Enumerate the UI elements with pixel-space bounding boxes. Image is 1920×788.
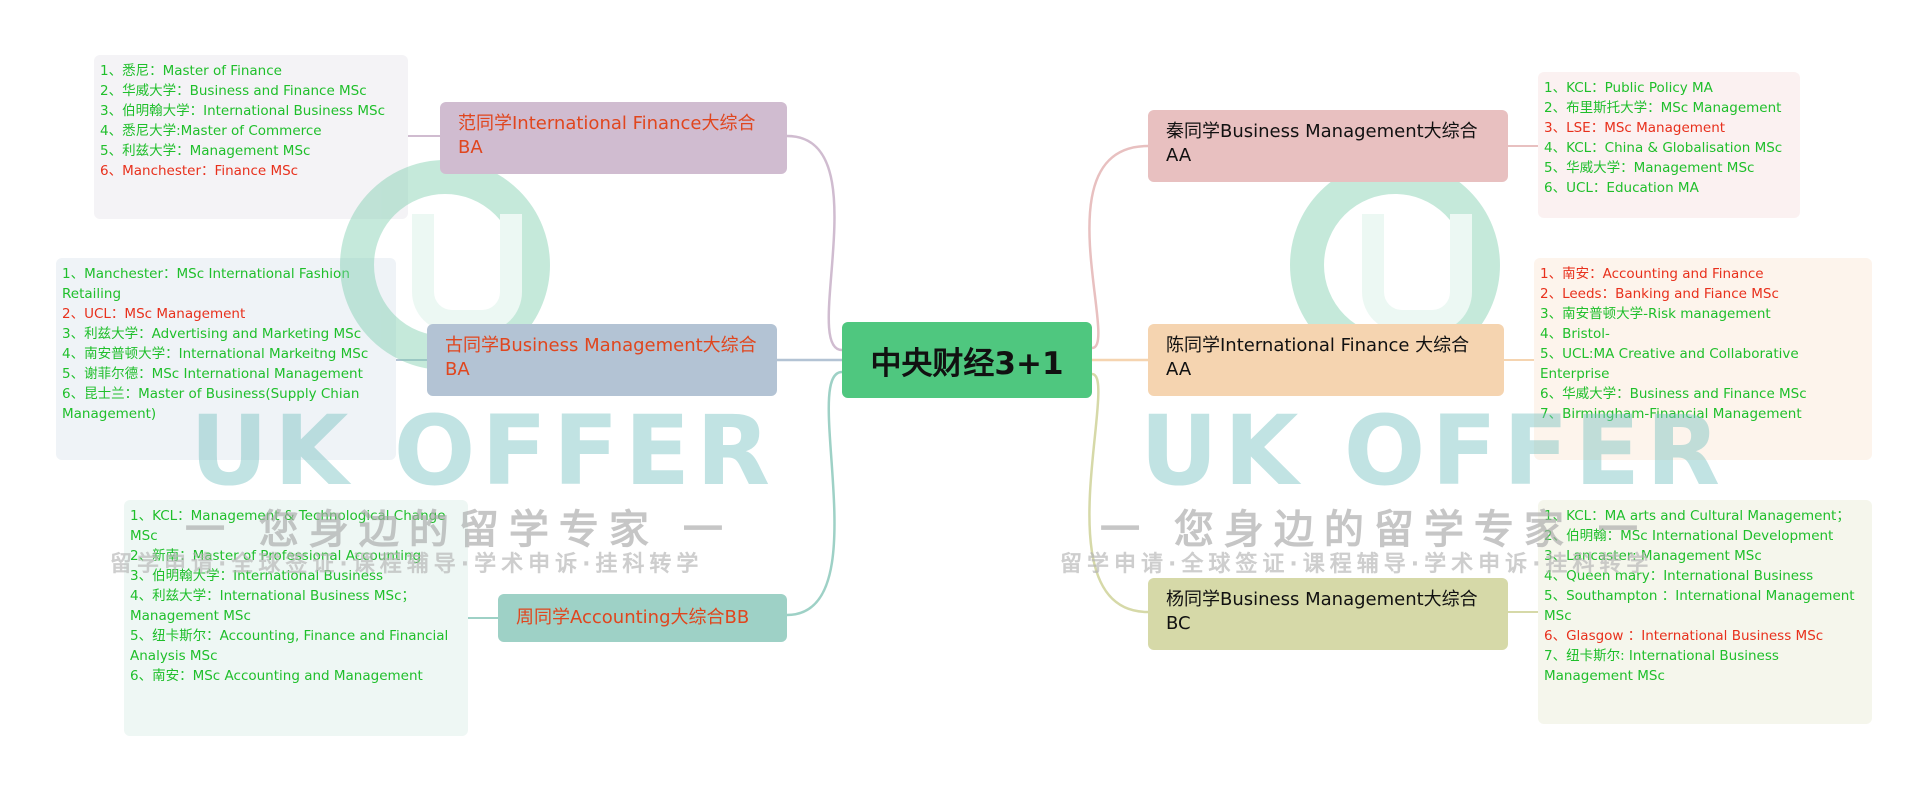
note-item: 5、华威大学：Management MSc [1544,160,1755,176]
branch-yang[interactable]: 杨同学Business Management大综合BC [1148,578,1508,650]
watermark-slogan-left: 一 您身边的留学专家 一 [185,507,733,553]
note-item: 2、华威大学：Business and Finance MSc [100,83,367,99]
note-item: 3、利兹大学：Advertising and Marketing MSc [62,326,362,342]
branch-fan[interactable]: 范同学International Finance大综合BA [440,102,787,174]
branch-fan-label: 范同学International Finance大综合BA [458,113,756,158]
branch-zhou[interactable]: 周同学Accounting大综合BB [498,594,787,642]
notes-zhou: 1、KCL：Management & Technological Change … [124,500,468,736]
note-item: 4、Bristol- [1540,326,1610,342]
note-item: 7、纽卡斯尔: International Business Managemen… [1544,648,1779,684]
note-item: 2、Leeds：Banking and Fiance MSc [1540,286,1779,302]
notes-qin: 1、KCL：Public Policy MA 2、布里斯托大学：MSc Manag… [1538,72,1800,218]
watermark-brand-right: UK OFFER [1140,395,1727,507]
center-node[interactable]: 中央财经3+1 [842,322,1092,398]
note-item: 6、Manchester：Finance MSc [100,163,299,179]
note-item: 5、Southampton ：International Management … [1544,588,1855,624]
branch-qin-label: 秦同学Business Management大综合AA [1166,121,1478,166]
watermark-brand-left: UK OFFER [190,395,777,507]
notes-fan: 1、悉尼：Master of Finance 2、华威大学：Business an… [94,55,408,219]
note-item: 3、伯明翰大学：International Business MSc [100,103,386,119]
note-item: 5、谢菲尔德：MSc International Management [62,366,363,382]
note-item: 2、UCL：MSc Management [62,306,246,322]
watermark-sub-right: 留学申请·全球签证·课程辅导·学术申诉·挂科转学 [1060,552,1654,577]
branch-chen-label: 陈同学International Finance 大综合AA [1166,335,1470,380]
branch-zhou-label: 周同学Accounting大综合BB [516,607,750,628]
note-item: 3、LSE：MSc Management [1544,120,1726,136]
note-item: 1、KCL：Public Policy MA [1544,80,1713,96]
link-yang [1088,372,1149,614]
note-item: 7、Birmingham-Financial Management [1540,406,1802,422]
branch-gu-label: 古同学Business Management大综合BA [445,335,757,380]
note-item: 1、悉尼：Master of Finance [100,63,282,79]
note-item: 6、UCL：Education MA [1544,180,1699,196]
branch-yang-label: 杨同学Business Management大综合BC [1166,589,1478,634]
link-zhou [786,370,843,617]
note-item: 5、UCL:MA Creative and Collaborative Ente… [1540,346,1799,382]
branch-qin[interactable]: 秦同学Business Management大综合AA [1148,110,1508,182]
note-item: 1、KCL：MA arts and Cultural Management； [1544,508,1850,524]
note-item: 5、纽卡斯尔：Accounting, Finance and Financial… [130,628,449,664]
notes-gu: 1、Manchester：MSc International Fashion R… [56,258,396,460]
note-item: 1、Manchester：MSc International Fashion R… [62,266,350,302]
note-item: 3、南安普顿大学-Risk management [1540,306,1771,322]
note-item: 3、伯明翰大学：International Business [130,568,384,584]
link-qin [1088,144,1149,350]
note-item: 5、利兹大学：Management MSc [100,143,311,159]
center-node-label: 中央财经3+1 [870,345,1064,382]
note-item: 1、KCL：Management & Technological Change … [130,508,446,544]
note-item: 2、新南：Master of Professional Accounting [130,548,422,564]
note-item: 4、悉尼大学:Master of Commerce [100,123,322,139]
note-item: 6、南安：MSc Accounting and Management [130,668,423,684]
note-item: 4、南安普顿大学：International Markeitng MSc [62,346,369,362]
note-item: 1、南安：Accounting and Finance [1540,266,1764,282]
note-item: 4、KCL：China & Globalisation MSc [1544,140,1783,156]
branch-gu[interactable]: 古同学Business Management大综合BA [427,324,777,396]
watermark-sub-left: 留学申请·全球签证·课程辅导·学术申诉·挂科转学 [110,552,704,577]
notes-chen: 1、南安：Accounting and Finance 2、Leeds：Banki… [1534,258,1872,460]
note-item: 6、昆士兰：Master of Business(Supply Chian Ma… [62,386,360,422]
branch-chen[interactable]: 陈同学International Finance 大综合AA [1148,324,1504,396]
note-item: 6、华威大学：Business and Finance MSc [1540,386,1807,402]
note-item: 4、Queen mary：International Business [1544,568,1814,584]
watermark-slogan-right: 一 您身边的留学专家 一 [1100,507,1648,553]
note-item: 4、利兹大学：International Business MSc；Manage… [130,588,416,624]
note-item: 6、Glasgow ：International Business MSc [1544,628,1824,644]
note-item: 2、伯明翰：MSc International Development [1544,528,1834,544]
link-fan [786,134,843,352]
note-item: 3、Lancaster: Management MSc [1544,548,1762,564]
notes-yang: 1、KCL：MA arts and Cultural Management； 2、… [1538,500,1872,724]
note-item: 2、布里斯托大学：MSc Management [1544,100,1782,116]
